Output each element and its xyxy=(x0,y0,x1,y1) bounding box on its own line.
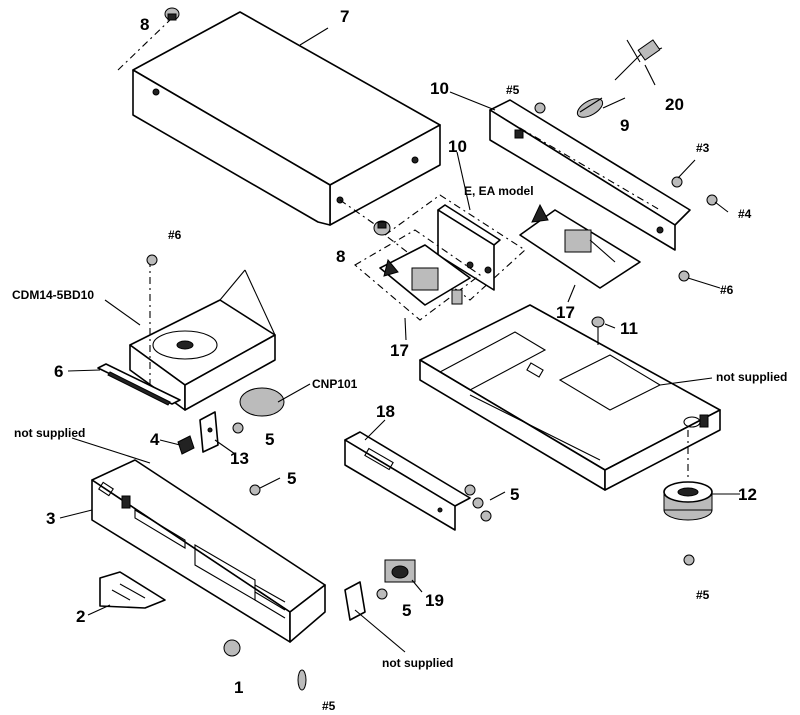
label-4: 4 xyxy=(150,430,160,449)
label-5-board: 5 xyxy=(510,485,519,504)
label-6: 6 xyxy=(54,362,63,381)
clip-4 xyxy=(177,435,195,455)
ac-cord xyxy=(614,39,663,81)
label-19: 19 xyxy=(425,591,444,610)
knob xyxy=(223,639,241,657)
bracket-e-ea-model xyxy=(384,194,526,301)
label-5-cnp: 5 xyxy=(265,430,274,449)
label-9: 9 xyxy=(620,116,629,135)
display-window xyxy=(99,571,166,609)
bracket-13 xyxy=(199,411,219,453)
label-2: 2 xyxy=(76,607,85,626)
label-s5-bottom: #5 xyxy=(322,699,336,713)
small-bracket xyxy=(344,581,366,621)
label-s3: #3 xyxy=(696,141,710,155)
label-18: 18 xyxy=(376,402,395,421)
screw-8-top xyxy=(164,7,180,21)
support-pin xyxy=(591,316,605,345)
chassis xyxy=(419,304,721,491)
label-17-lower: 17 xyxy=(390,341,409,360)
label-10-rear: 10 xyxy=(430,79,449,98)
label-s6-rear: #6 xyxy=(720,283,734,297)
label-s6-top: #6 xyxy=(168,228,182,242)
label-3: 3 xyxy=(46,509,55,528)
transformer-assy-upper xyxy=(519,203,641,289)
component-19 xyxy=(384,559,416,583)
label-8-side: 8 xyxy=(336,247,345,266)
label-17-upper: 17 xyxy=(556,303,575,322)
callout-labels: 8 7 10 #5 9 20 10 #3 E, EA model #4 #6 8… xyxy=(12,7,787,713)
foot xyxy=(663,430,713,521)
label-20: 20 xyxy=(665,95,684,114)
label-not-supplied-front: not supplied xyxy=(14,426,85,440)
top-cover xyxy=(117,11,441,229)
cd-mechanism xyxy=(129,260,276,411)
label-model: E, EA model xyxy=(464,184,534,198)
screw-8-side xyxy=(373,220,391,236)
label-s5-rear: #5 xyxy=(506,83,520,97)
label-s5-foot: #5 xyxy=(696,588,710,602)
label-7: 7 xyxy=(340,7,349,26)
circuit-board xyxy=(344,431,471,531)
leader-lines xyxy=(59,27,740,653)
label-8-top: 8 xyxy=(140,15,149,34)
label-cdm: CDM14-5BD10 xyxy=(12,288,94,302)
transformer-assy-lower xyxy=(354,229,481,321)
label-11: 11 xyxy=(620,319,638,338)
label-s4: #4 xyxy=(738,207,752,221)
label-10-bracket: 10 xyxy=(448,137,467,156)
label-13: 13 xyxy=(230,449,249,468)
cnp101-connector xyxy=(239,387,285,417)
label-not-supplied-chassis: not supplied xyxy=(716,370,787,384)
front-panel xyxy=(91,459,326,643)
label-1: 1 xyxy=(234,678,243,697)
label-not-supplied-bracket: not supplied xyxy=(382,656,453,670)
label-12: 12 xyxy=(738,485,757,504)
rear-panel xyxy=(489,99,691,251)
screws xyxy=(146,102,718,691)
bracket-6 xyxy=(97,363,181,406)
label-5-bracket: 5 xyxy=(402,601,411,620)
fuse-holder xyxy=(576,97,604,118)
label-5-front: 5 xyxy=(287,469,296,488)
label-cnp101: CNP101 xyxy=(312,377,358,391)
